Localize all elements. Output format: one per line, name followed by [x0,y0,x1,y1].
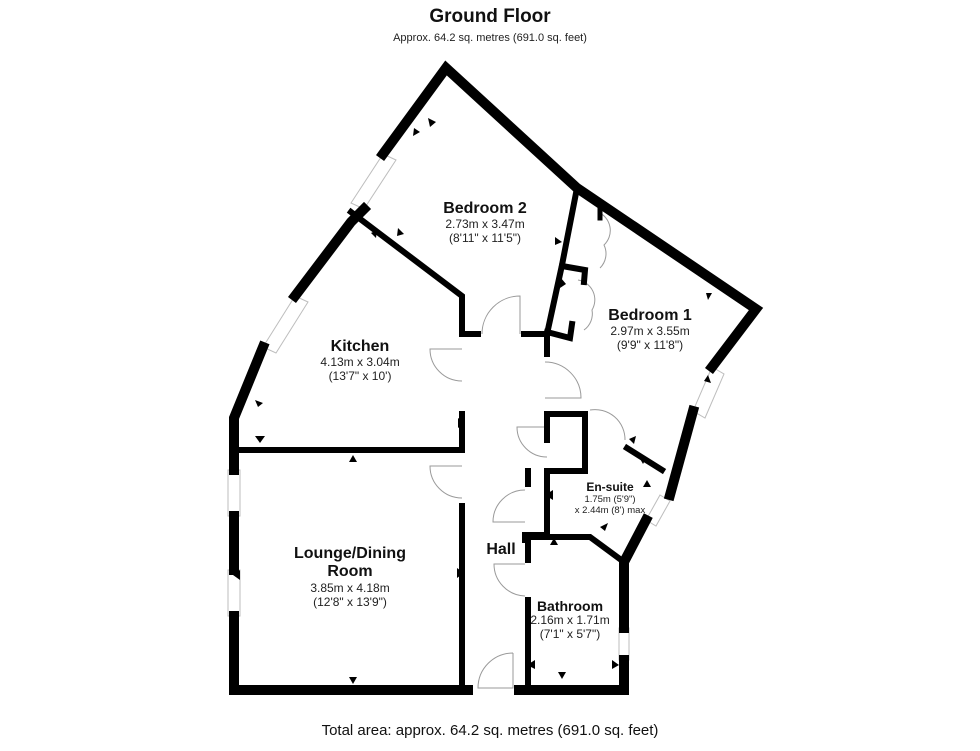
room-name: En-suite [586,480,634,494]
room-name: Bedroom 1 [608,307,692,324]
room-metric: 2.73m x 3.47m [445,217,525,232]
walls [229,60,764,695]
wardrobe-door-1 [597,211,611,269]
room-imperial: x 2.44m (8') max [574,504,646,516]
room-imperial: (7'1" x 5'7") [539,626,601,641]
windows [227,153,725,661]
window-lounge-upper [227,469,241,517]
exterior-wall-bathroom-right [619,513,653,633]
window-bedroom1 [692,366,725,419]
wall-wardrobe-base [543,320,576,342]
door-bathroom [493,563,526,597]
exterior-wall-bottom-right [514,655,629,695]
room-name: Bedroom 2 [443,200,527,217]
room-bedroom-2: Bedroom 2 2.73m x 3.47m (8'11" x 11'5") [420,200,550,246]
room-bedroom-1: Bedroom 1 2.97m x 3.55m (9'9" x 11'8") [590,307,710,353]
door-cupboard [516,426,548,458]
room-en-suite: En-suite 1.75m (5'9") x 2.44m (8') max [560,480,660,517]
room-metric: 4.13m x 3.04m [320,355,400,370]
room-name-line2: Room [327,563,373,581]
room-imperial: (9'9" x 11'8") [616,338,684,353]
room-imperial: (12'8" x 13'9") [313,594,387,609]
room-lounge-dining: Lounge/Dining Room 3.85m x 4.18m (12'8" … [280,545,420,609]
wall-cupboard [544,411,588,474]
floor-title: Ground Floor [429,6,551,27]
door-kitchen [429,348,463,382]
room-metric: 2.97m x 3.55m [610,324,690,339]
door-bedroom1 [544,361,582,399]
room-hall: Hall [476,541,526,559]
room-name-line1: Lounge/Dining [294,545,406,562]
door-lounge [429,465,463,499]
floor-area-subtitle: Approx. 64.2 sq. metres (691.0 sq. feet) [393,32,587,44]
room-name: Bathroom [536,598,604,614]
total-area-footer: Total area: approx. 64.2 sq. metres (691… [321,722,659,739]
room-name: Hall [486,541,516,558]
door-ensuite [492,489,526,523]
exterior-wall-left-middle [229,340,270,475]
room-metric: 3.85m x 4.18m [310,580,390,595]
door-ensuite-side [589,409,626,441]
door-entrance [477,652,514,689]
room-metric: 2.16m x 1.71m [530,613,610,628]
room-imperial: (13'7" x 10') [328,369,392,384]
window-bedroom2 [350,153,397,210]
room-kitchen: Kitchen 4.13m x 3.04m (13'7" x 10') [300,338,420,384]
dimension-markers [233,118,712,684]
room-metric: 1.75m (5'9") [584,493,636,505]
window-kitchen [262,295,309,354]
wall-kitchen-bedroom2 [346,207,481,337]
exterior-wall-right [663,404,700,502]
room-name: Kitchen [330,338,390,355]
door-swings [429,211,626,689]
door-bedroom2 [481,295,521,335]
room-imperial: (8'11" x 11'5") [448,231,522,246]
wall-bedroom2-bedroom1 [544,184,581,357]
wall-ensuite-bathroom [525,534,629,567]
room-bathroom: Bathroom 2.16m x 1.71m (7'1" x 5'7") [520,598,620,642]
wall-wardrobe-divider [558,262,589,286]
exterior-wall-bottom-left [229,611,473,695]
exterior-wall-left-upper [287,201,372,304]
